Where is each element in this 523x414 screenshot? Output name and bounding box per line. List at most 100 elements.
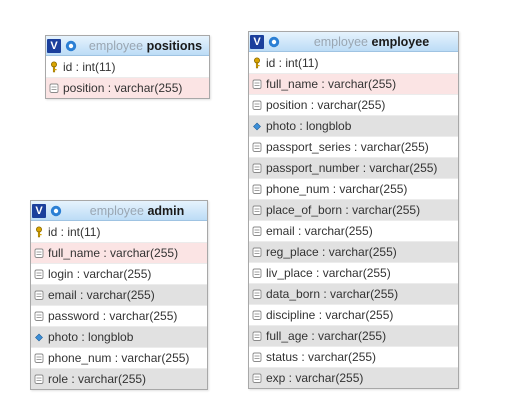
- column-row[interactable]: full_age : varchar(255): [249, 325, 458, 346]
- toggle-button[interactable]: V: [250, 34, 264, 49]
- table-header[interactable]: V employee employee: [249, 32, 458, 52]
- table-header[interactable]: V employee admin: [31, 201, 207, 221]
- column-label: id : int(11): [63, 59, 116, 74]
- database-name: employee: [89, 203, 144, 218]
- column-row[interactable]: data_born : varchar(255): [249, 283, 458, 304]
- column-row[interactable]: password : varchar(255): [31, 305, 207, 326]
- column-list: id : int(11) position : varchar(255): [46, 56, 209, 98]
- database-name: employee: [88, 38, 144, 53]
- column-label: position : varchar(255): [266, 98, 386, 112]
- column-row[interactable]: role : varchar(255): [31, 368, 207, 389]
- column-row[interactable]: photo : longblob: [249, 115, 458, 136]
- column-row[interactable]: full_name : varchar(255): [249, 73, 458, 94]
- column-icon: [252, 162, 262, 174]
- blob-icon: [252, 120, 262, 132]
- table-card-positions[interactable]: V employee positions id : int(11) positio…: [45, 35, 210, 99]
- column-row[interactable]: id : int(11): [249, 52, 458, 73]
- column-icon: [252, 225, 262, 237]
- column-row[interactable]: id : int(11): [46, 56, 209, 77]
- blob-icon: [34, 331, 44, 343]
- gear-icon[interactable]: [49, 204, 63, 218]
- column-label: place_of_born : varchar(255): [266, 203, 421, 217]
- table-name: employee: [371, 34, 430, 49]
- table-name: admin: [147, 203, 185, 218]
- column-row[interactable]: position : varchar(255): [46, 77, 209, 98]
- column-row[interactable]: login : varchar(255): [31, 263, 207, 284]
- table-header[interactable]: V employee positions: [46, 36, 209, 56]
- column-label: full_name : varchar(255): [266, 77, 397, 91]
- column-row[interactable]: full_name : varchar(255): [31, 242, 207, 263]
- database-name: employee: [313, 34, 369, 49]
- column-label: photo : longblob: [266, 119, 352, 133]
- column-list: id : int(11) full_name : varchar(255) logi…: [31, 221, 207, 389]
- column-icon: [252, 330, 262, 342]
- column-icon: [252, 99, 262, 111]
- column-icon: [252, 372, 262, 384]
- column-label: full_age : varchar(255): [266, 329, 387, 343]
- column-row[interactable]: phone_num : varchar(255): [249, 178, 458, 199]
- column-label: id : int(11): [266, 55, 319, 70]
- table-title: employee admin: [67, 204, 207, 218]
- column-row[interactable]: exp : varchar(255): [249, 367, 458, 388]
- column-label: email : varchar(255): [266, 224, 373, 238]
- column-label: id : int(11): [48, 224, 101, 239]
- column-label: discipline : varchar(255): [266, 308, 394, 322]
- column-row[interactable]: place_of_born : varchar(255): [249, 199, 458, 220]
- column-row[interactable]: reg_place : varchar(255): [249, 241, 458, 262]
- column-icon: [34, 373, 44, 385]
- column-label: password : varchar(255): [48, 309, 178, 323]
- column-label: reg_place : varchar(255): [266, 245, 397, 259]
- column-label: passport_series : varchar(255): [266, 140, 429, 154]
- key-icon: [34, 226, 44, 238]
- column-icon: [252, 351, 262, 363]
- column-label: phone_num : varchar(255): [266, 182, 408, 196]
- table-name: positions: [146, 38, 203, 53]
- column-row[interactable]: phone_num : varchar(255): [31, 347, 207, 368]
- column-label: exp : varchar(255): [266, 371, 364, 385]
- column-label: login : varchar(255): [48, 267, 152, 281]
- column-icon: [252, 288, 262, 300]
- column-icon: [34, 352, 44, 364]
- column-label: passport_number : varchar(255): [266, 161, 438, 175]
- column-label: email : varchar(255): [48, 288, 155, 302]
- column-icon: [252, 141, 262, 153]
- column-icon: [252, 267, 262, 279]
- column-label: phone_num : varchar(255): [48, 351, 190, 365]
- column-label: liv_place : varchar(255): [266, 266, 391, 280]
- toggle-button[interactable]: V: [32, 203, 46, 218]
- column-list: id : int(11) full_name : varchar(255) posi…: [249, 52, 458, 388]
- column-row[interactable]: position : varchar(255): [249, 94, 458, 115]
- column-icon: [34, 289, 44, 301]
- key-icon: [252, 57, 262, 69]
- column-label: position : varchar(255): [63, 81, 183, 95]
- column-row[interactable]: passport_series : varchar(255): [249, 136, 458, 157]
- column-row[interactable]: liv_place : varchar(255): [249, 262, 458, 283]
- column-row[interactable]: id : int(11): [31, 221, 207, 242]
- column-label: photo : longblob: [48, 330, 134, 344]
- column-label: role : varchar(255): [48, 372, 147, 386]
- column-label: status : varchar(255): [266, 350, 377, 364]
- column-icon: [252, 246, 262, 258]
- table-card-employee[interactable]: V employee employee id : int(11) full_nam…: [248, 31, 459, 389]
- column-row[interactable]: photo : longblob: [31, 326, 207, 347]
- column-row[interactable]: status : varchar(255): [249, 346, 458, 367]
- column-row[interactable]: passport_number : varchar(255): [249, 157, 458, 178]
- gear-icon[interactable]: [64, 39, 78, 53]
- column-label: full_name : varchar(255): [48, 246, 179, 260]
- column-icon: [252, 183, 262, 195]
- column-row[interactable]: discipline : varchar(255): [249, 304, 458, 325]
- gear-icon[interactable]: [267, 35, 281, 49]
- table-card-admin[interactable]: V employee admin id : int(11) full_name :…: [30, 200, 208, 390]
- column-row[interactable]: email : varchar(255): [249, 220, 458, 241]
- column-icon: [252, 78, 262, 90]
- column-icon: [34, 310, 44, 322]
- column-icon: [34, 268, 44, 280]
- column-icon: [252, 309, 262, 321]
- column-icon: [252, 204, 262, 216]
- toggle-button[interactable]: V: [47, 38, 61, 53]
- table-title: employee positions: [82, 39, 209, 53]
- key-icon: [49, 61, 59, 73]
- column-row[interactable]: email : varchar(255): [31, 284, 207, 305]
- table-title: employee employee: [285, 35, 458, 49]
- column-icon: [34, 247, 44, 259]
